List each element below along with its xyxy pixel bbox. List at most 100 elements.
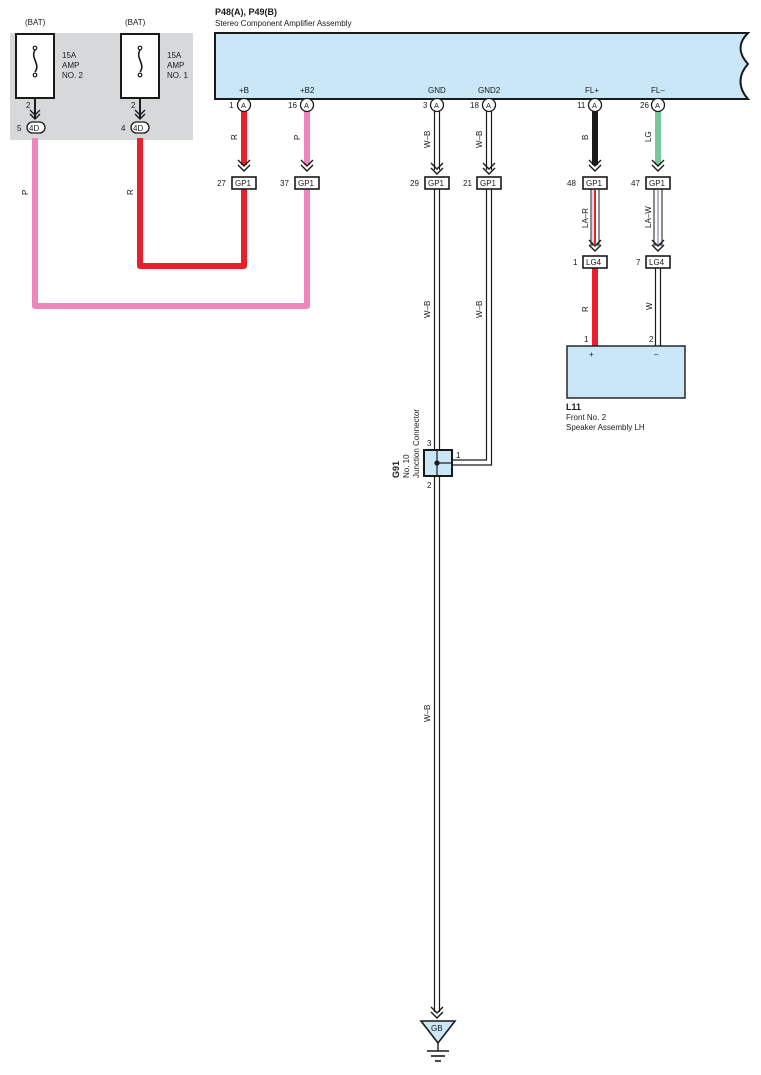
svg-text:26: 26 <box>640 101 649 110</box>
junction-pin-side: 1 <box>456 451 461 460</box>
fuse-name-line1: AMP <box>62 61 79 70</box>
svg-text:GP1: GP1 <box>428 179 445 188</box>
svg-text:R: R <box>581 306 590 312</box>
svg-text:GP1: GP1 <box>586 179 603 188</box>
chevrons <box>237 159 665 252</box>
wire-wb-gnd2-main <box>452 189 493 466</box>
svg-text:GP1: GP1 <box>480 179 497 188</box>
junction-id: G91 <box>391 461 401 478</box>
pin-name-b-plus: +B <box>239 86 249 95</box>
speaker-plus-terminal: + <box>589 350 594 359</box>
fuse-name-line1: AMP <box>167 61 184 70</box>
connector-4d-5: 4D 5 <box>17 121 46 134</box>
svg-text:R: R <box>230 134 239 140</box>
ground-gb: GB <box>419 1006 457 1062</box>
speaker-body <box>566 345 686 399</box>
fuse-source-label: (BAT) <box>125 18 146 27</box>
speaker-name-line1: Front No. 2 <box>566 413 607 422</box>
wire-wb-gnd-main <box>433 189 441 1012</box>
amplifier-body <box>214 32 751 100</box>
speaker-pin2: 2 <box>649 335 654 344</box>
junction-pin-top: 3 <box>427 439 432 448</box>
fuse-pin: 2 <box>26 101 31 110</box>
svg-text:W–B: W–B <box>423 301 432 318</box>
svg-text:48: 48 <box>567 179 576 188</box>
fuse-pin: 2 <box>131 101 136 110</box>
conn-pin-number: 4 <box>121 124 126 133</box>
svg-text:1: 1 <box>573 258 578 267</box>
ground-label: GB <box>431 1024 443 1033</box>
svg-text:P: P <box>293 135 302 140</box>
svg-text:A: A <box>241 101 246 110</box>
svg-text:A: A <box>304 101 309 110</box>
svg-text:W–B: W–B <box>423 705 432 722</box>
svg-text:4D: 4D <box>133 124 143 133</box>
svg-text:A: A <box>655 101 660 110</box>
fuse-amp-no2: (BAT) 15A AMP NO. 2 2 <box>15 18 83 110</box>
svg-text:37: 37 <box>280 179 289 188</box>
svg-text:3: 3 <box>423 101 428 110</box>
svg-text:A: A <box>434 101 439 110</box>
fuse-rating: 15A <box>62 51 77 60</box>
svg-text:LG4: LG4 <box>649 258 665 267</box>
fuse-source-label: (BAT) <box>25 18 46 27</box>
wire-p-bat-to-b2 <box>32 138 310 309</box>
wire-wb-gnd-upper <box>433 111 441 170</box>
ground-icon <box>419 1020 457 1045</box>
svg-text:27: 27 <box>217 179 226 188</box>
junction-connector-g91: 3 2 1 G91 No. 10 Junction Connector <box>391 409 461 490</box>
svg-text:LA–W: LA–W <box>644 206 653 228</box>
fuse-rating: 15A <box>167 51 182 60</box>
svg-text:W–B: W–B <box>475 301 484 318</box>
pin-name-fl-plus: FL+ <box>585 86 599 95</box>
fuse-icon <box>32 49 38 73</box>
speaker-id: L11 <box>566 402 581 412</box>
fuse-amp-no1: (BAT) 15A AMP NO. 1 2 <box>120 18 188 110</box>
lg4-connectors: LG4 1 LG4 7 <box>573 255 671 269</box>
wire-labels: P R R P W–B W–B B LG LA–R LA–W R W W–B W… <box>21 131 654 722</box>
speaker-pin1: 1 <box>584 335 589 344</box>
speaker-l11: + – 1 2 L11 Front No. 2 Speaker Assembly… <box>566 335 686 432</box>
junction-name-line1: No. 10 <box>402 454 411 478</box>
svg-text:P: P <box>21 190 30 195</box>
svg-text:18: 18 <box>470 101 479 110</box>
junction-pin-bottom: 2 <box>427 481 432 490</box>
svg-text:21: 21 <box>463 179 472 188</box>
pin-name-gnd: GND <box>428 86 446 95</box>
svg-text:LG: LG <box>644 131 653 142</box>
wire-r-bat-to-b <box>137 138 247 269</box>
svg-text:29: 29 <box>410 179 419 188</box>
svg-text:W–B: W–B <box>423 131 432 148</box>
wire-la-w <box>653 188 663 246</box>
connector-4d-4: 4D 4 <box>121 121 150 134</box>
svg-text:W–B: W–B <box>475 131 484 148</box>
fuse-name-line2: NO. 2 <box>62 71 83 80</box>
svg-text:7: 7 <box>636 258 641 267</box>
speaker-name-line2: Speaker Assembly LH <box>566 423 645 432</box>
svg-text:GP1: GP1 <box>235 179 252 188</box>
conn-pin-number: 5 <box>17 124 22 133</box>
svg-text:LA–R: LA–R <box>581 208 590 228</box>
wire-wb-gnd2-upper <box>485 111 493 170</box>
svg-text:B: B <box>581 135 590 140</box>
svg-text:1: 1 <box>229 101 234 110</box>
pin-name-fl-minus: FL– <box>651 86 665 95</box>
svg-text:R: R <box>126 189 135 195</box>
amp-pin-connectors: A 1 A 16 A 3 A 18 A 11 A 26 <box>229 97 666 113</box>
svg-text:A: A <box>486 101 491 110</box>
svg-text:16: 16 <box>288 101 297 110</box>
gp1-connectors: GP1 27 GP1 37 GP1 29 GP1 21 GP1 48 GP1 4… <box>217 176 671 190</box>
svg-text:A: A <box>592 101 597 110</box>
svg-text:47: 47 <box>631 179 640 188</box>
junction-name-line2: Junction Connector <box>412 409 421 478</box>
fuse-name-line2: NO. 1 <box>167 71 188 80</box>
svg-text:11: 11 <box>577 101 586 110</box>
svg-text:W: W <box>645 302 654 310</box>
amplifier-id: P48(A), P49(B) <box>215 7 277 17</box>
pin-name-b2: +B2 <box>300 86 315 95</box>
svg-text:4D: 4D <box>29 124 39 133</box>
pin-name-gnd2: GND2 <box>478 86 501 95</box>
svg-text:GP1: GP1 <box>298 179 315 188</box>
fuse-icon <box>137 49 143 73</box>
